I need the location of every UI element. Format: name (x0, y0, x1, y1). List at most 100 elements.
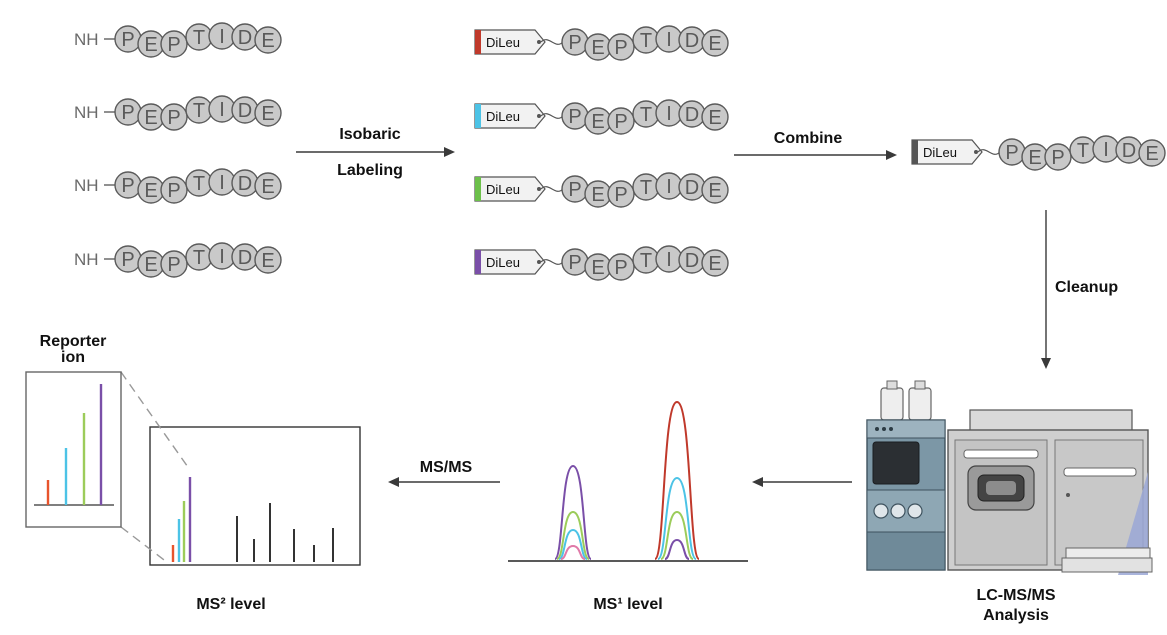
bead-letter: E (261, 103, 274, 125)
bead-letter: P (1051, 147, 1064, 169)
tag-label: DiLeu (923, 145, 957, 160)
dileu-tag: DiLeu (911, 139, 1001, 165)
reporter-ion-inset: Reporter ion (25, 333, 122, 528)
peptide-bead: E (584, 33, 612, 61)
labeling-arrowhead (444, 147, 455, 157)
bead-letter: P (614, 37, 627, 59)
bead-letter: E (591, 111, 604, 133)
peptide-bead: E (137, 250, 165, 278)
bead-letter: I (219, 246, 225, 268)
bead-letter: P (167, 107, 180, 129)
bead-letter: T (1077, 140, 1089, 162)
bead-letter: I (1103, 139, 1109, 161)
peptide-bead: P (998, 138, 1026, 166)
tag-label: DiLeu (486, 182, 520, 197)
bead-letter: P (121, 175, 134, 197)
bead-letter: I (666, 176, 672, 198)
bead-letter: E (591, 37, 604, 59)
bead-letter: D (1122, 140, 1136, 162)
bead-letter: D (685, 250, 699, 272)
ms2-label: MS² level (196, 596, 265, 613)
dileu-tag: DiLeu (474, 29, 564, 55)
peptide-bead: P (114, 98, 142, 126)
bead-letter: D (238, 247, 252, 269)
tag-label: DiLeu (486, 35, 520, 50)
peptide-bead: E (701, 176, 729, 204)
ms1-label: MS¹ level (593, 596, 662, 613)
peptide-bead: E (584, 107, 612, 135)
bead-letter: P (568, 32, 581, 54)
msms-step: MS/MS (388, 459, 500, 487)
peptide-bead: P (160, 250, 188, 278)
dileu-tag: DiLeu (474, 103, 564, 129)
bead-letter: E (1145, 143, 1158, 165)
peptide-bead: I (208, 95, 236, 123)
peptide-bead: D (231, 169, 259, 197)
bead-letter: I (666, 103, 672, 125)
bead-letter: E (261, 250, 274, 272)
peptide-bead: E (584, 180, 612, 208)
ms1-peak-curve (560, 544, 586, 560)
peptide-bead: I (1092, 135, 1120, 163)
reporter-peaks (46, 384, 103, 505)
bead-letter: P (121, 102, 134, 124)
peptide-bead: D (1115, 136, 1143, 164)
peptide-bead: T (632, 100, 660, 128)
msms-label: MS/MS (420, 459, 473, 476)
bead-letter: I (666, 249, 672, 271)
bead-letter: P (614, 257, 627, 279)
tag-label: DiLeu (486, 109, 520, 124)
ms1-peak-curve (654, 400, 700, 560)
bead-letter: D (238, 27, 252, 49)
tag-color-bar (475, 177, 481, 201)
nh-label: NH (74, 176, 99, 195)
bead-letter: T (640, 104, 652, 126)
dileu-tag: DiLeu (474, 249, 564, 275)
bead-letter: P (1005, 142, 1018, 164)
peptide-bead: P (561, 248, 589, 276)
peptide-bead: P (607, 107, 635, 135)
peptide-bead: P (1044, 143, 1072, 171)
tag-linker (540, 259, 564, 265)
peptide-bead: T (185, 23, 213, 51)
combine-arrowhead (886, 150, 897, 160)
peptide-bead: E (584, 253, 612, 281)
peptide-bead: E (701, 249, 729, 277)
bead-letter: E (261, 30, 274, 52)
reporter-label-line1: Reporter (40, 333, 107, 350)
bead-letter: D (685, 104, 699, 126)
nh-label: NH (74, 250, 99, 269)
bead-letter: E (708, 253, 721, 275)
dileu-tag: DiLeu (474, 176, 564, 202)
bead-letter: E (144, 180, 157, 202)
tag-linker (540, 39, 564, 45)
peptide-bead: P (561, 102, 589, 130)
bead-letter: E (1028, 147, 1041, 169)
bead-letter: I (666, 29, 672, 51)
bead-letter: T (193, 100, 205, 122)
nh-label: NH (74, 30, 99, 49)
peptide-bead: P (561, 175, 589, 203)
bead-letter: P (614, 184, 627, 206)
tag-label: DiLeu (486, 255, 520, 270)
bead-letter: E (144, 107, 157, 129)
bead-letter: P (121, 249, 134, 271)
peptide-bead: T (632, 173, 660, 201)
bead-letter: T (640, 30, 652, 52)
bead-letter: E (708, 33, 721, 55)
tag-color-bar (475, 104, 481, 128)
peptide-bead: E (137, 30, 165, 58)
tag-color-bar (475, 250, 481, 274)
peptide-bead: E (1021, 143, 1049, 171)
mass-spectrometer (947, 409, 1153, 575)
peptide-bead: D (231, 243, 259, 271)
peptide-bead: P (160, 176, 188, 204)
peptide-bead: I (655, 25, 683, 53)
peptide-bead: P (607, 33, 635, 61)
